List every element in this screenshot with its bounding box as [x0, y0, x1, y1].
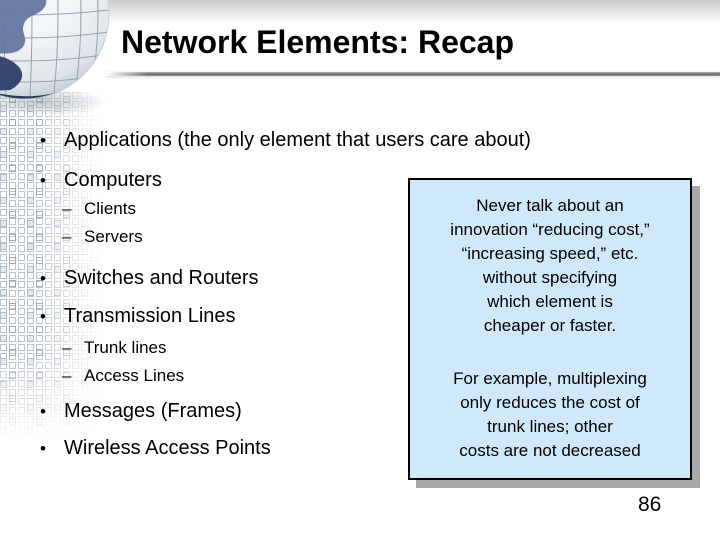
bullet-item-access-lines: –Access Lines [62, 366, 184, 386]
bullet-item-trunk-lines: –Trunk lines [62, 338, 167, 358]
dash-icon: – [62, 199, 72, 218]
bullet-text: Wireless Access Points [64, 437, 271, 459]
bullet-text: Servers [84, 227, 143, 246]
bullet-icon: • [40, 269, 46, 288]
bullet-item-computers: • Computers [40, 168, 162, 193]
bullet-item-wireless-access-points: • Wireless Access Points [40, 436, 271, 461]
bullet-item-clients: –Clients [62, 199, 136, 219]
bullet-item-servers: –Servers [62, 227, 143, 247]
page-title: Network Elements: Recap [121, 24, 515, 60]
page-number: 86 [638, 493, 662, 516]
bullet-text: Switches and Routers [64, 267, 259, 289]
dash-icon: – [62, 366, 72, 385]
bullet-icon: • [40, 307, 46, 326]
bullet-text: Applications (the only element that user… [64, 129, 531, 151]
globe-logo-icon [0, 0, 110, 116]
bullet-text: Clients [84, 199, 136, 218]
bullet-text: Access Lines [84, 366, 185, 385]
bullet-text: Messages (Frames) [64, 400, 242, 422]
header-gradient [0, 0, 720, 24]
bullet-icon: • [40, 131, 46, 150]
bullet-item-messages-frames: • Messages (Frames) [40, 399, 242, 424]
note-box: Never talk about an innovation “reducing… [408, 178, 692, 480]
bullet-item-transmission-lines: • Transmission Lines [40, 304, 236, 329]
bullet-text: Transmission Lines [64, 305, 236, 327]
dash-icon: – [62, 227, 72, 246]
bullet-text: Computers [64, 169, 162, 191]
bullet-item-applications: • Applications (the only element that use… [40, 128, 531, 153]
bullet-icon: • [40, 402, 46, 421]
bullet-item-switches-routers: • Switches and Routers [40, 266, 259, 291]
note-paragraph-1: Never talk about an innovation “reducing… [450, 196, 650, 335]
bullet-icon: • [40, 439, 46, 458]
dash-icon: – [62, 338, 72, 357]
title-divider [106, 72, 720, 76]
bullet-text: Trunk lines [84, 338, 167, 357]
note-paragraph-2: For example, multiplexing only reduces t… [453, 369, 647, 460]
background-texture [0, 92, 100, 440]
bullet-icon: • [40, 171, 46, 190]
